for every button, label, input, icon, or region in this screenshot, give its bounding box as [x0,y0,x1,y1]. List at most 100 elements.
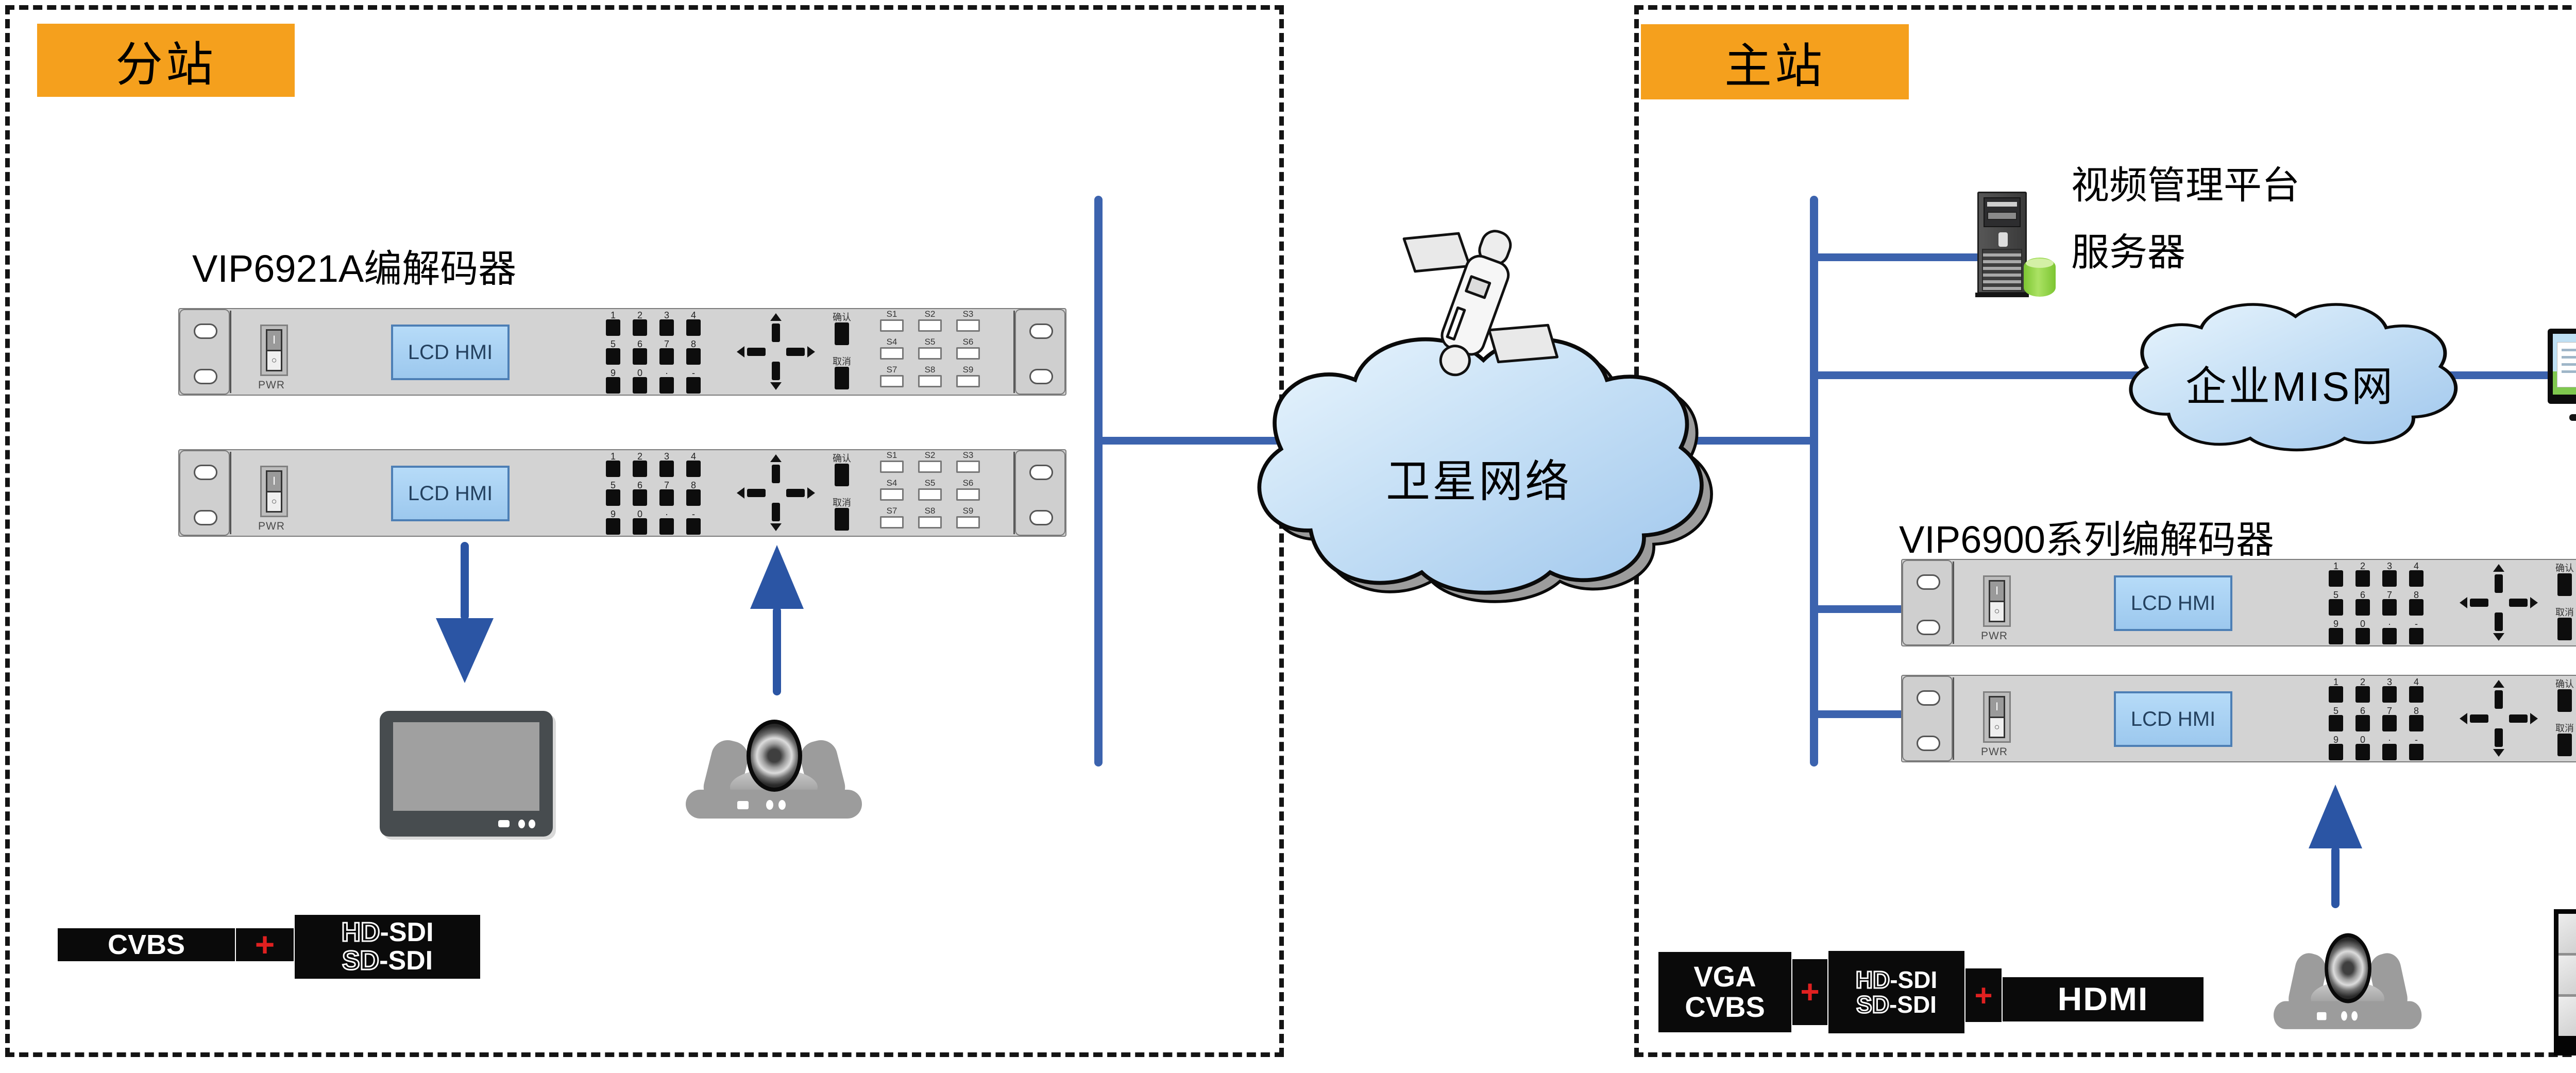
keypad-key[interactable] [686,518,701,535]
nav-up-key[interactable] [2495,690,2503,709]
keypad-key[interactable] [2382,570,2397,587]
soft-key[interactable] [956,375,980,387]
keypad-key[interactable] [2382,599,2397,616]
soft-key[interactable] [956,516,980,529]
nav-up-key[interactable] [772,465,780,483]
keypad-key[interactable] [659,319,674,336]
soft-key[interactable] [918,347,942,360]
ptz-camera-icon-substation [683,713,866,819]
keypad-key[interactable] [2355,599,2370,616]
cancel-key[interactable] [835,367,849,389]
keypad-key[interactable] [606,377,620,394]
power-rocker[interactable]: I○ [1989,580,2005,622]
power-switch[interactable]: I○ [1983,575,2011,627]
keypad-key[interactable] [2355,715,2370,731]
keypad-key[interactable] [659,377,674,394]
keypad-key[interactable] [2355,744,2370,760]
keypad-key[interactable] [2355,686,2370,703]
soft-key[interactable] [880,488,904,501]
keypad-key[interactable] [2409,570,2424,587]
keypad-key[interactable] [606,319,620,336]
confirm-key[interactable] [835,464,849,486]
keypad-key[interactable] [633,319,647,336]
keypad-key[interactable] [659,348,674,365]
power-switch[interactable]: I○ [260,325,288,376]
nav-right-key[interactable] [2509,599,2528,607]
keypad-key[interactable] [686,319,701,336]
keypad-key[interactable] [2382,744,2397,760]
keypad-key[interactable] [659,461,674,477]
confirm-key[interactable] [2557,689,2572,712]
cancel-key[interactable] [2557,734,2572,756]
soft-key[interactable] [956,319,980,332]
power-rocker[interactable]: I○ [266,329,282,371]
nav-right-key[interactable] [786,489,805,497]
keypad-key[interactable] [2355,628,2370,644]
nav-left-key[interactable] [747,348,766,356]
keypad-key[interactable] [606,461,620,477]
keypad-key[interactable] [2329,570,2343,587]
soft-key[interactable] [880,347,904,360]
nav-down-key[interactable] [2495,612,2503,631]
keypad-key[interactable] [2409,628,2424,644]
soft-key[interactable] [880,319,904,332]
keypad-key[interactable] [633,377,647,394]
soft-key-label: S4 [886,478,897,488]
nav-up-key[interactable] [772,323,780,342]
keypad-key[interactable] [659,489,674,506]
cancel-key[interactable] [2557,618,2572,640]
nav-down-key[interactable] [2495,728,2503,747]
soft-key[interactable] [880,375,904,387]
keypad-key[interactable] [2329,715,2343,731]
keypad-key[interactable] [686,461,701,477]
keypad-key[interactable] [2329,686,2343,703]
keypad-key[interactable] [2382,686,2397,703]
power-rocker[interactable]: I○ [1989,696,2005,738]
soft-key[interactable] [918,488,942,501]
keypad-key[interactable] [2355,570,2370,587]
soft-key[interactable] [956,347,980,360]
keypad-key[interactable] [606,489,620,506]
nav-left-key[interactable] [2470,599,2488,607]
keypad-key[interactable] [2409,715,2424,731]
keypad-key[interactable] [606,518,620,535]
nav-down-key[interactable] [772,362,780,380]
keypad-key[interactable] [633,518,647,535]
nav-right-key[interactable] [786,348,805,356]
nav-left-key[interactable] [747,489,766,497]
nav-right-key[interactable] [2509,714,2528,723]
confirm-key[interactable] [2557,573,2572,596]
keypad-key[interactable] [686,489,701,506]
soft-key[interactable] [918,516,942,529]
keypad-key[interactable] [686,377,701,394]
keypad-key[interactable] [659,518,674,535]
keypad-key[interactable] [2409,686,2424,703]
soft-key[interactable] [880,516,904,529]
power-rocker[interactable]: I○ [266,470,282,513]
keypad-key[interactable] [2329,599,2343,616]
power-switch[interactable]: I○ [1983,691,2011,743]
keypad-key[interactable] [633,461,647,477]
keypad-key[interactable] [606,348,620,365]
soft-key[interactable] [956,488,980,501]
soft-key[interactable] [918,461,942,473]
nav-left-key[interactable] [2470,714,2488,723]
soft-key[interactable] [918,375,942,387]
keypad-key[interactable] [633,489,647,506]
soft-key[interactable] [956,461,980,473]
power-switch[interactable]: I○ [260,466,288,517]
soft-key[interactable] [918,319,942,332]
nav-down-key[interactable] [772,503,780,521]
nav-up-key[interactable] [2495,574,2503,593]
soft-key[interactable] [880,461,904,473]
keypad-key[interactable] [686,348,701,365]
keypad-key[interactable] [2329,628,2343,644]
keypad-key[interactable] [2409,744,2424,760]
keypad-key[interactable] [2409,599,2424,616]
keypad-key[interactable] [2382,715,2397,731]
cancel-key[interactable] [835,508,849,531]
keypad-key[interactable] [2382,628,2397,644]
keypad-key[interactable] [2329,744,2343,760]
keypad-key[interactable] [633,348,647,365]
confirm-key[interactable] [835,322,849,345]
